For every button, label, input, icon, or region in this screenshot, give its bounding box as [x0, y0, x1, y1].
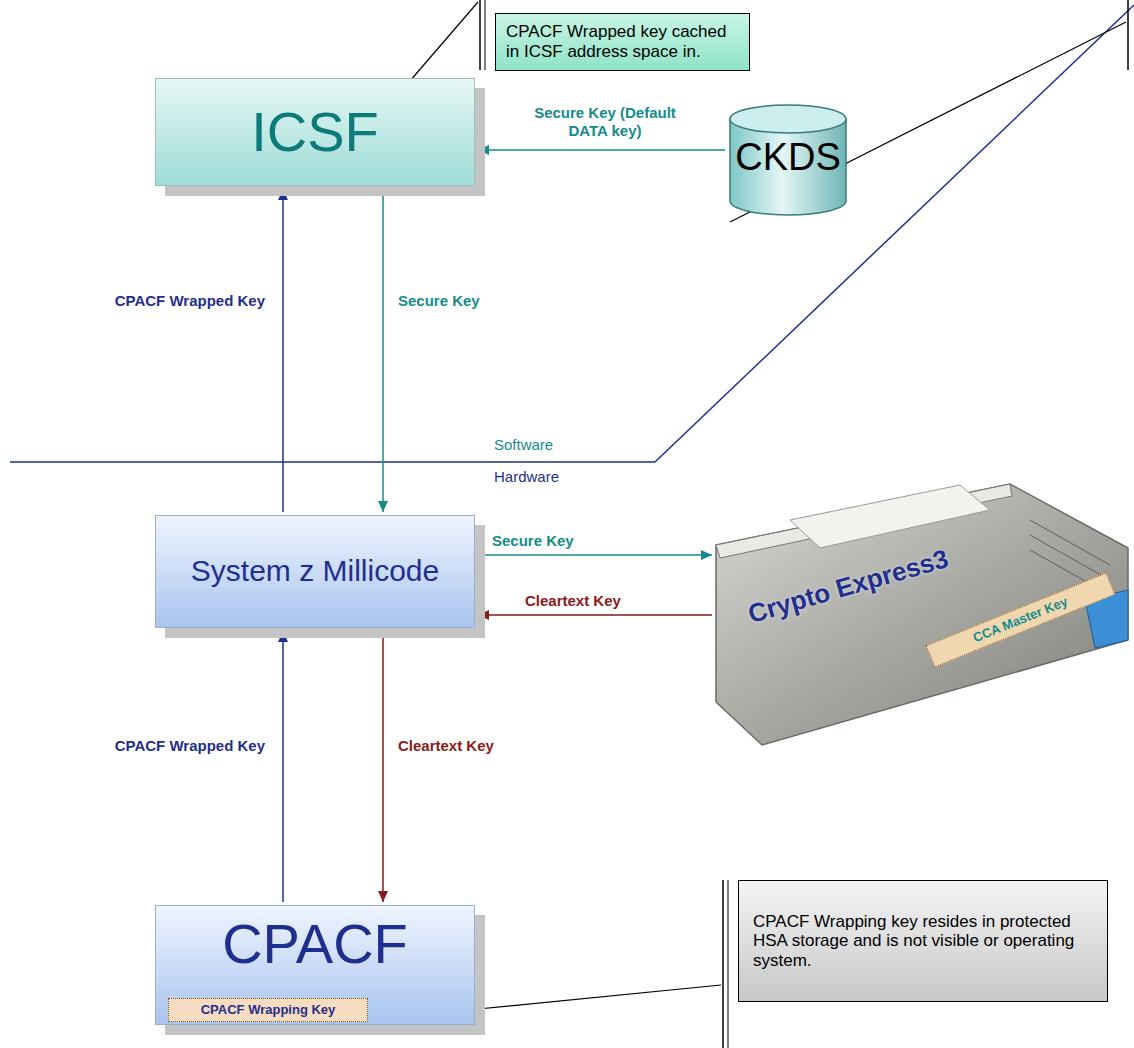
edge-label: CPACF Wrapped Key	[40, 737, 265, 755]
node-text: CPACF Wrapping key resides in protected …	[753, 912, 1093, 971]
callout-box: CPACF Wrapping key resides in protected …	[738, 880, 1108, 1002]
connector-arrow	[382, 631, 384, 902]
crypto-card: Crypto Express3CCA Master Key	[715, 480, 1128, 745]
divider-line	[10, 461, 655, 463]
connector-arrow	[478, 554, 712, 556]
edge-label: Secure Key	[492, 532, 692, 550]
leader-line	[468, 985, 721, 1010]
edge-label: CPACF Wrapped Key	[40, 292, 265, 310]
node-text: CKDS	[735, 136, 841, 180]
node-text: ICSF	[251, 100, 379, 164]
edge-label: Cleartext Key	[525, 592, 705, 610]
arrow-head	[378, 501, 388, 512]
arrow-head	[278, 631, 288, 642]
region-label: Software	[494, 436, 553, 453]
card-title: Crypto Express3	[745, 544, 952, 630]
edge-label: Cleartext Key	[398, 737, 598, 755]
card-sticker	[790, 485, 990, 548]
node-text: System z Millicode	[191, 554, 439, 589]
leader-line	[730, 22, 1126, 222]
millicode-box: System z Millicode	[155, 515, 475, 628]
master-key-box: CCA Master Key	[926, 572, 1116, 667]
region-label: Hardware	[494, 468, 559, 485]
edge-label: Secure Key (Default DATA key)	[530, 104, 680, 140]
arrow-head	[478, 610, 489, 620]
divider-line	[655, 5, 1134, 462]
connector-arrow	[282, 189, 284, 512]
edge-label: Secure Key	[398, 292, 598, 310]
connector-arrow	[478, 149, 725, 151]
connector-arrow	[382, 189, 384, 512]
arrow-head	[701, 550, 712, 560]
arrow-head	[478, 145, 489, 155]
cylinder-top	[730, 105, 846, 133]
callout-bar	[722, 880, 724, 1048]
card-body	[716, 484, 1128, 745]
database-cylinder: CKDS	[728, 104, 848, 216]
callout-bar	[479, 0, 481, 70]
node-text: CPACF Wrapping Key	[201, 1003, 336, 1018]
node-text: CCA Master Key	[971, 594, 1070, 646]
callout-bar	[1127, 0, 1129, 70]
connector-arrow	[282, 631, 284, 902]
arrow-head	[378, 891, 388, 902]
wrapping-key-box: CPACF Wrapping Key	[168, 998, 368, 1022]
node-text: CPACF Wrapped key cached in ICSF address…	[506, 22, 739, 61]
connector-arrow	[478, 614, 712, 616]
software-box: ICSF	[155, 78, 475, 186]
card-edge	[716, 484, 1012, 558]
callout-box: CPACF Wrapped key cached in ICSF address…	[495, 13, 750, 71]
callout-bar	[728, 880, 729, 1048]
arrow-head	[278, 189, 288, 200]
cpacf-box: CPACF CPACF Wrapping Key	[155, 905, 475, 1025]
node-text: CPACF	[222, 912, 408, 976]
callout-bar	[485, 0, 486, 70]
